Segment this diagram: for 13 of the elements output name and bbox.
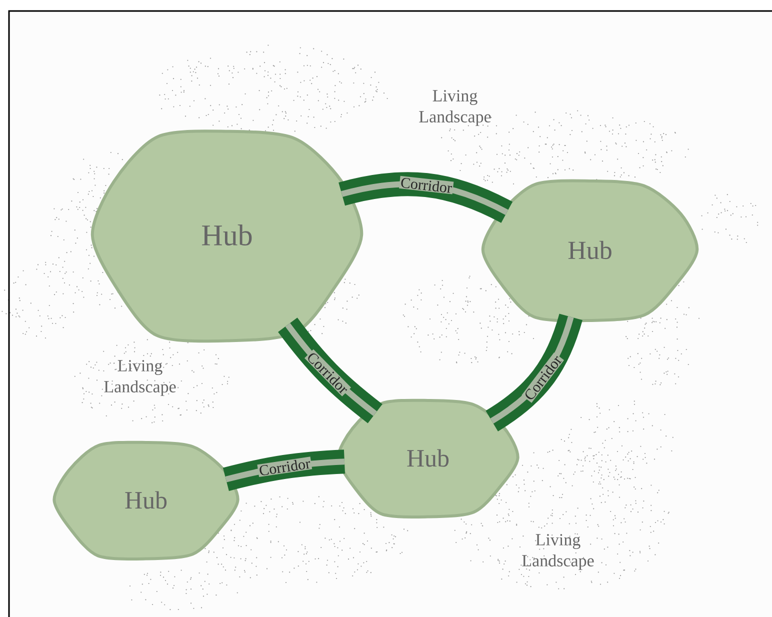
corridor-band	[485, 314, 582, 432]
edge-label: Corridor	[401, 178, 452, 193]
hub-blob: Hub	[90, 130, 364, 343]
corridor-band	[222, 450, 346, 491]
hub-blob: Hub	[52, 440, 240, 560]
hub-blob: Hub	[481, 179, 699, 322]
hub-blob: Hub	[336, 398, 520, 518]
corridor-band	[338, 172, 512, 224]
landscape-label: Living Landscape	[104, 360, 176, 396]
landscape-label: Living Landscape	[419, 90, 491, 126]
corridor-band	[278, 318, 382, 424]
edge-label: Corridor	[260, 460, 310, 476]
landscape-label: Living Landscape	[522, 534, 594, 570]
